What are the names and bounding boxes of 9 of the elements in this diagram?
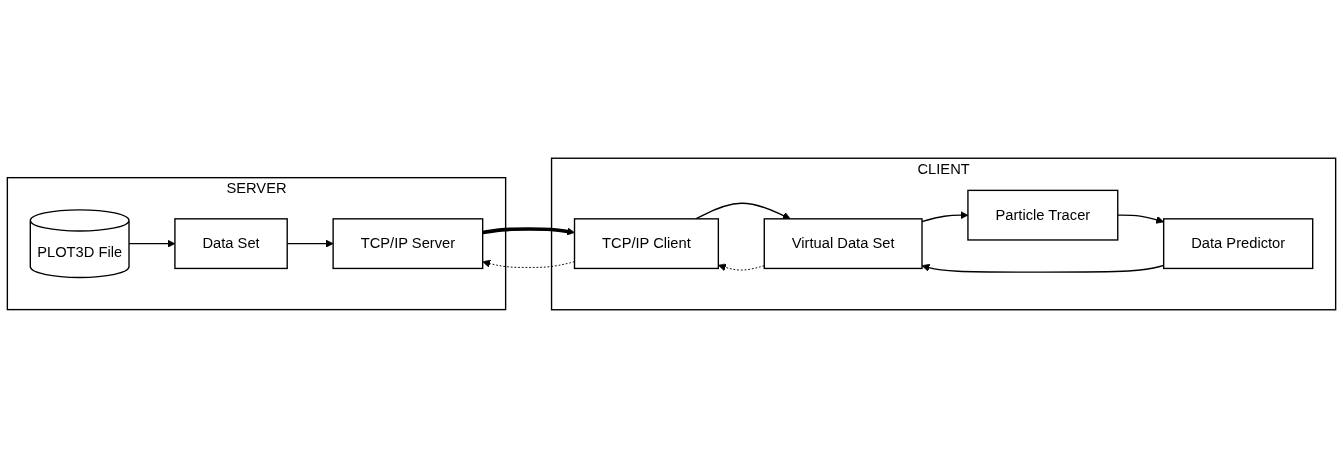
node-box: TCP/IP Client	[573, 218, 720, 270]
arrow	[921, 263, 1165, 273]
node-box: Data Set	[174, 218, 288, 270]
node-box: Data Predictor	[1163, 218, 1314, 270]
arrow	[482, 227, 575, 236]
node-box: Virtual Data Set	[763, 218, 923, 270]
node-box: TCP/IP Server	[332, 218, 484, 270]
arrow	[695, 202, 791, 220]
node-box: Particle Tracer	[967, 189, 1119, 241]
